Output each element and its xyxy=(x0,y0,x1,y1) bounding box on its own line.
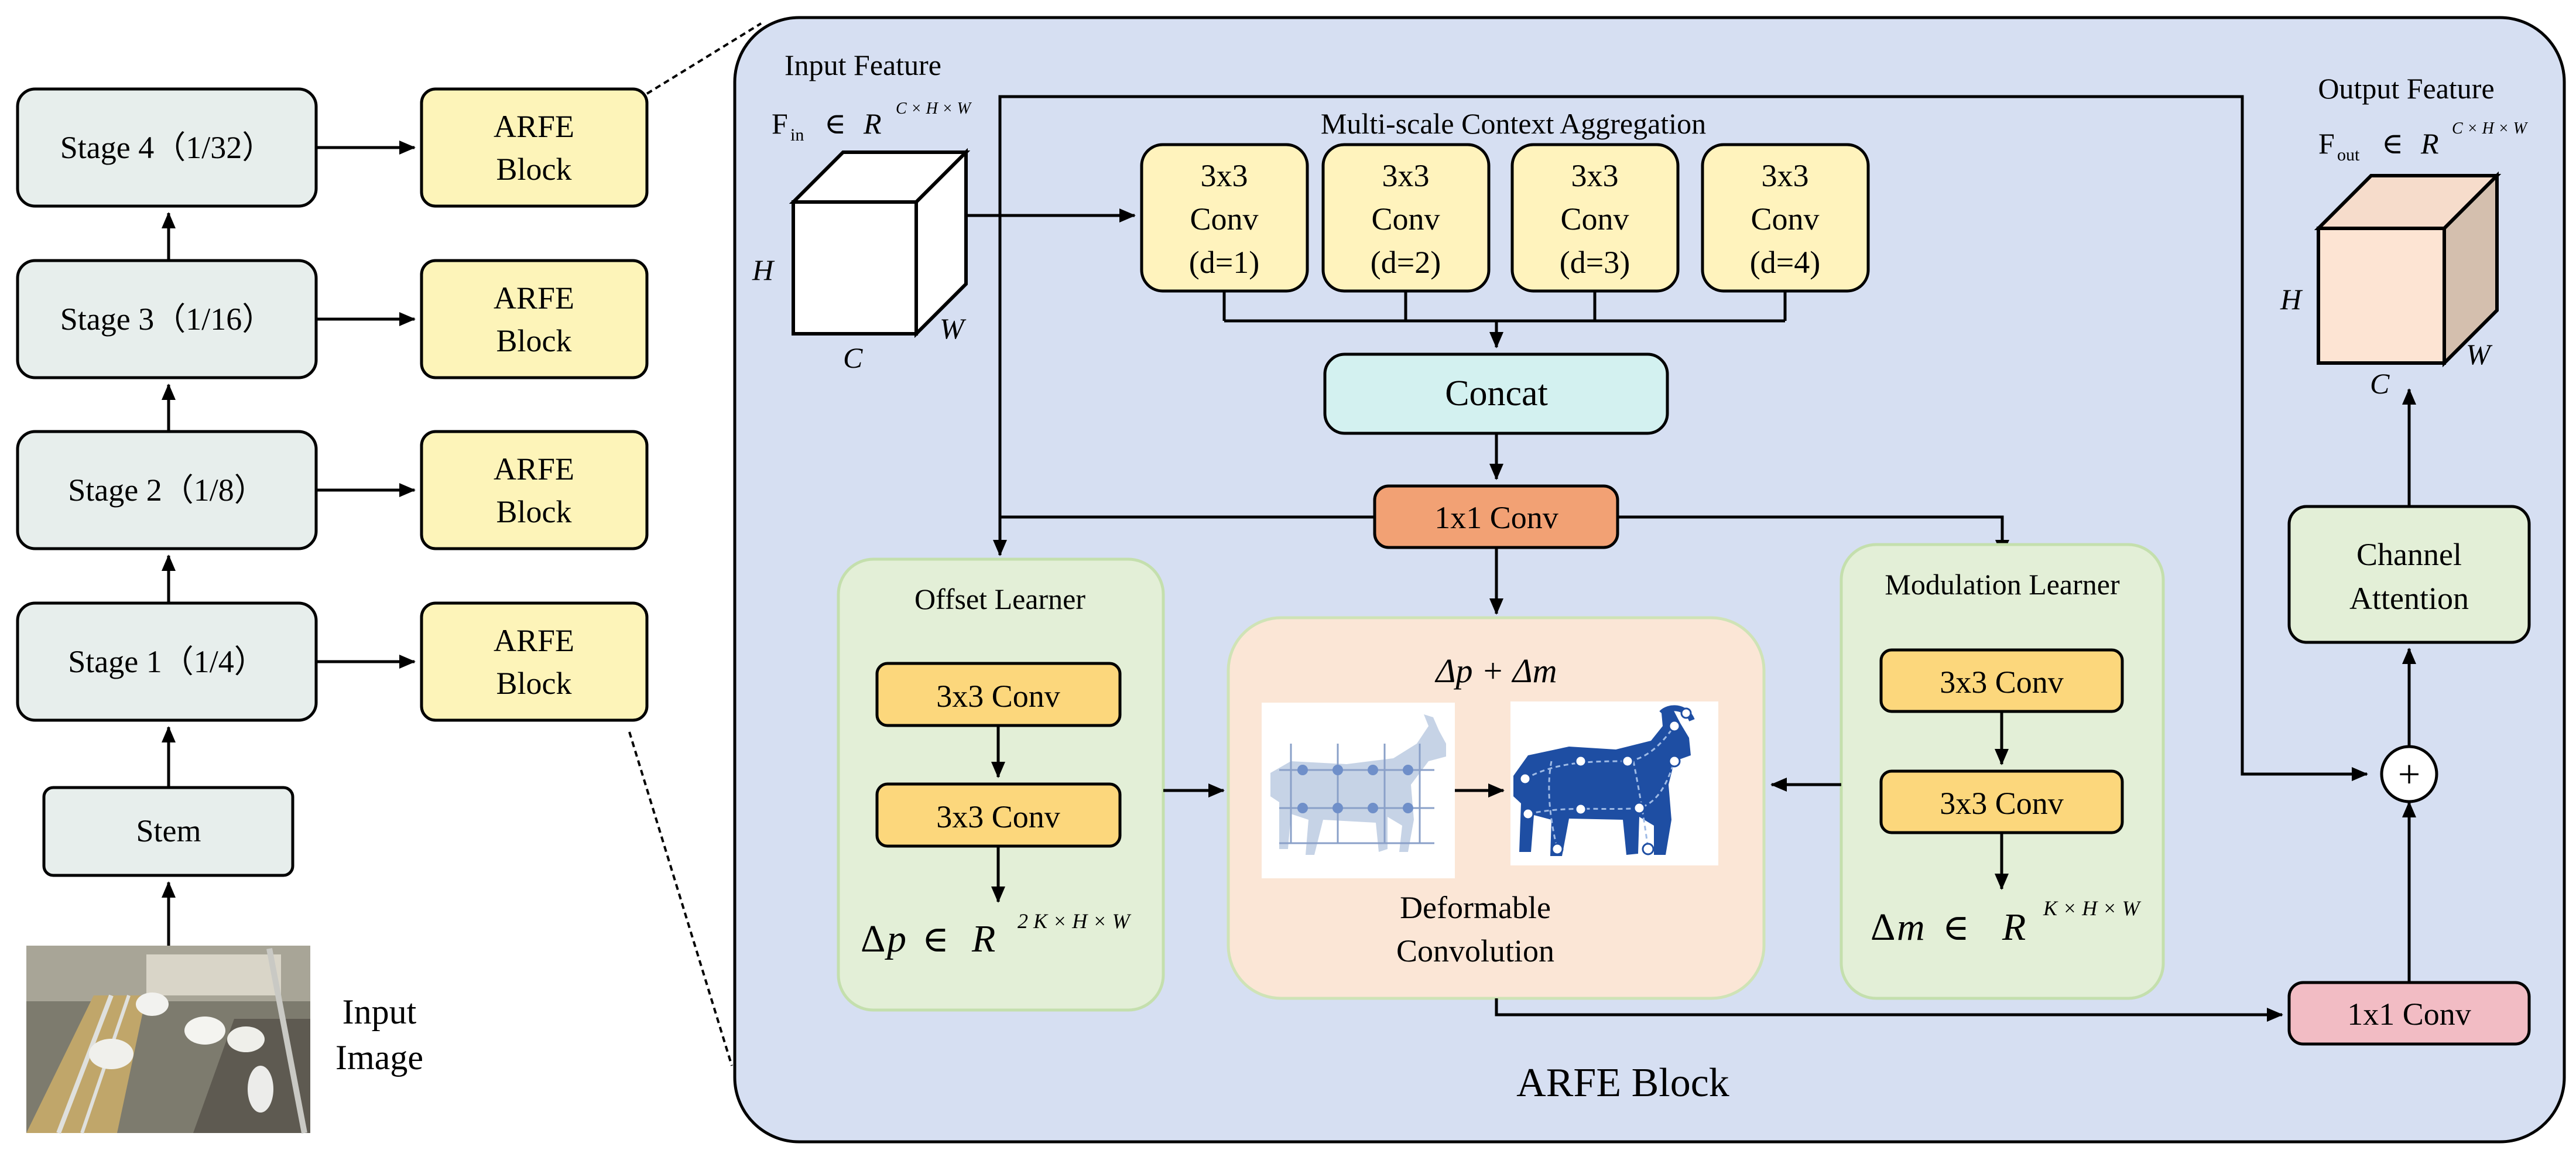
arfe-block-3-line1: ARFE xyxy=(494,280,574,316)
arfe-block-4-line1: ARFE xyxy=(494,109,574,144)
channel-attention-line2: Attention xyxy=(2349,581,2469,616)
svg-text:∈: ∈ xyxy=(824,107,846,140)
arfe-block-2-line2: Block xyxy=(496,494,572,529)
concat-label: Concat xyxy=(1445,374,1548,413)
stage-3-label: Stage 3（1/16） xyxy=(60,302,273,337)
fin-formula: F in ∈ R C × H × W xyxy=(772,100,972,145)
arfe-block-1-line2: Block xyxy=(496,666,572,701)
svg-text:(d=3): (d=3) xyxy=(1560,245,1630,280)
svg-text:in: in xyxy=(790,125,804,145)
arfe-block-3 xyxy=(420,259,649,379)
input-axis-c: C xyxy=(843,341,863,374)
input-axis-h: H xyxy=(752,254,775,286)
svg-text:(d=4): (d=4) xyxy=(1750,245,1820,280)
final-conv1x1-label: 1x1 Conv xyxy=(2347,997,2471,1032)
deform-formula: Δp + Δm xyxy=(1434,652,1557,690)
arfe-block-3-line2: Block xyxy=(496,323,572,358)
svg-text:3x3: 3x3 xyxy=(1382,158,1430,193)
modulation-conv-2-label: 3x3 Conv xyxy=(1940,786,2064,821)
input-image-label-line1: Input xyxy=(342,992,417,1031)
modulation-conv-1-label: 3x3 Conv xyxy=(1940,665,2064,700)
svg-text:p: p xyxy=(885,918,906,960)
svg-text:R: R xyxy=(971,918,995,960)
svg-text:C × H × W: C × H × W xyxy=(896,100,972,118)
channel-attention-box xyxy=(2287,505,2531,644)
arrow-deform-to-final-conv xyxy=(1495,998,2283,1022)
arfe-block-1-line1: ARFE xyxy=(494,623,574,658)
svg-text:C × H × W: C × H × W xyxy=(2452,119,2529,138)
dilated-conv-2: 3x3 Conv (d=2) xyxy=(1321,143,1491,293)
svg-text:Conv: Conv xyxy=(1560,201,1629,237)
arfe-block-2-line1: ARFE xyxy=(494,451,574,487)
svg-text:2 K × H × W: 2 K × H × W xyxy=(1018,909,1132,933)
arfe-block-4-line2: Block xyxy=(496,152,572,187)
msca-title: Multi-scale Context Aggregation xyxy=(1321,107,1706,140)
zoom-line-bottom xyxy=(628,731,733,1066)
svg-text:R: R xyxy=(2002,906,2026,949)
arfe-block-title: ARFE Block xyxy=(1516,1060,1729,1105)
conv1x1-label: 1x1 Conv xyxy=(1434,500,1558,535)
svg-text:3x3: 3x3 xyxy=(1762,158,1809,193)
svg-text:Δ: Δ xyxy=(861,918,885,960)
input-feature-title: Input Feature xyxy=(785,49,941,81)
dilated-conv-4: 3x3 Conv (d=4) xyxy=(1701,143,1870,293)
plus-symbol: + xyxy=(2398,752,2420,796)
svg-text:∈: ∈ xyxy=(1943,908,1969,948)
input-feature-cube xyxy=(789,148,971,338)
regular-grid-goat-image xyxy=(1262,703,1455,878)
offset-conv-1-label: 3x3 Conv xyxy=(936,679,1060,714)
channel-attention-line1: Channel xyxy=(2356,537,2462,572)
arfe-block-4 xyxy=(420,87,649,208)
svg-text:Δ: Δ xyxy=(1871,906,1895,949)
stem-label: Stem xyxy=(136,813,201,848)
svg-text:∈: ∈ xyxy=(922,920,949,960)
stage-2-label: Stage 2（1/8） xyxy=(68,473,265,508)
dilated-conv-3: 3x3 Conv (d=3) xyxy=(1510,143,1680,293)
svg-text:K × H × W: K × H × W xyxy=(2043,896,2142,920)
svg-text:Conv: Conv xyxy=(1751,201,1819,237)
input-axis-w: W xyxy=(940,312,967,345)
svg-text:3x3: 3x3 xyxy=(1571,158,1619,193)
svg-text:F: F xyxy=(772,107,788,140)
input-image xyxy=(26,946,310,1134)
output-feature-cube xyxy=(2314,171,2502,368)
svg-text:Conv: Conv xyxy=(1371,201,1440,237)
dp-formula: Δ p ∈ R 2 K × H × W xyxy=(861,909,1132,960)
svg-text:(d=1): (d=1) xyxy=(1189,245,1259,280)
arfe-block-2 xyxy=(420,430,649,550)
msca-merge-lines xyxy=(1222,291,1787,348)
modulation-learner-title: Modulation Learner xyxy=(1885,568,2120,601)
svg-text:m: m xyxy=(1897,906,1925,949)
svg-text:Conv: Conv xyxy=(1190,201,1258,237)
arrow-conv1x1-modulation xyxy=(1618,515,2009,556)
output-axis-h: H xyxy=(2280,283,2303,316)
output-feature-title: Output Feature xyxy=(2318,72,2494,105)
svg-text:R: R xyxy=(2420,127,2439,160)
svg-text:R: R xyxy=(863,107,882,140)
svg-text:3x3: 3x3 xyxy=(1201,158,1248,193)
stage-1-label: Stage 1（1/4） xyxy=(68,644,265,679)
dm-formula: Δ m ∈ R K × H × W xyxy=(1871,896,2142,949)
svg-text:∈: ∈ xyxy=(2382,127,2403,160)
svg-text:F: F xyxy=(2318,127,2335,160)
svg-text:(d=2): (d=2) xyxy=(1371,245,1441,280)
zoom-line-top xyxy=(646,22,762,95)
fout-formula: F out ∈ R C × H × W xyxy=(2318,119,2529,165)
backbone: Input Image Stem Stage 1（1/4） Stage 2（1/… xyxy=(16,87,649,1134)
deformed-goat-image xyxy=(1510,701,1718,865)
output-axis-w: W xyxy=(2466,338,2493,371)
input-image-label-line2: Image xyxy=(335,1038,423,1077)
output-axis-c: C xyxy=(2370,367,2390,400)
deform-label-line1: Deformable xyxy=(1400,890,1551,925)
offset-learner-title: Offset Learner xyxy=(914,583,1085,615)
offset-conv-2-label: 3x3 Conv xyxy=(936,799,1060,834)
arfe-block-1 xyxy=(420,601,649,722)
dilated-conv-1: 3x3 Conv (d=1) xyxy=(1140,143,1309,293)
stage-4-label: Stage 4（1/32） xyxy=(60,130,273,165)
svg-text:out: out xyxy=(2337,145,2360,165)
skip-connection xyxy=(998,95,2368,781)
deform-label-line2: Convolution xyxy=(1396,933,1554,968)
